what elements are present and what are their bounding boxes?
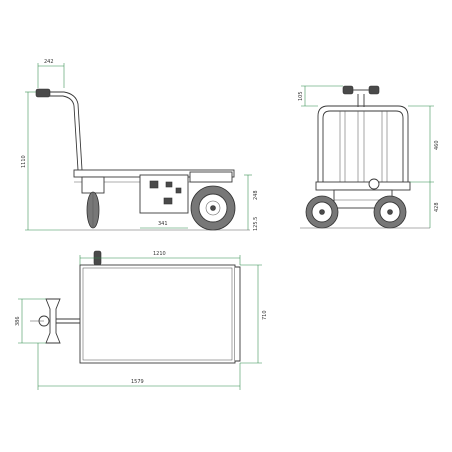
dim-top-length: 1210 [153,251,166,257]
handle-bar [50,91,83,171]
caster-mount [81,176,105,194]
battery-box [139,174,189,214]
top-view: 1210 386 710 1579 [15,250,268,390]
dim-overall-length: 1579 [131,379,144,385]
dim-deck-height: 428 [434,202,440,212]
dim-battery-height: 248 [253,190,259,200]
dim-ground-clearance: 125.5 [253,217,259,231]
side-view: 242 1110 341 248 125.5 [21,59,259,231]
dim-overall-height: 1110 [21,155,27,168]
top-platform [79,264,236,364]
dim-handle-top: 105 [298,91,304,101]
front-handle-right [368,85,380,95]
top-handle-t [45,298,61,344]
dim-rail-height: 460 [434,140,440,150]
dim-deck-length: 341 [158,221,168,227]
front-view: 105 460 428 [298,85,440,229]
front-handle-left [342,85,354,95]
handle-grip [35,88,51,98]
dim-overall-width: 710 [262,310,268,320]
dim-handle-offset: 242 [44,59,54,65]
dim-handle-width: 386 [15,316,21,326]
front-deck [315,181,411,191]
rail-frame [317,105,409,190]
top-rear-bump [235,266,241,362]
